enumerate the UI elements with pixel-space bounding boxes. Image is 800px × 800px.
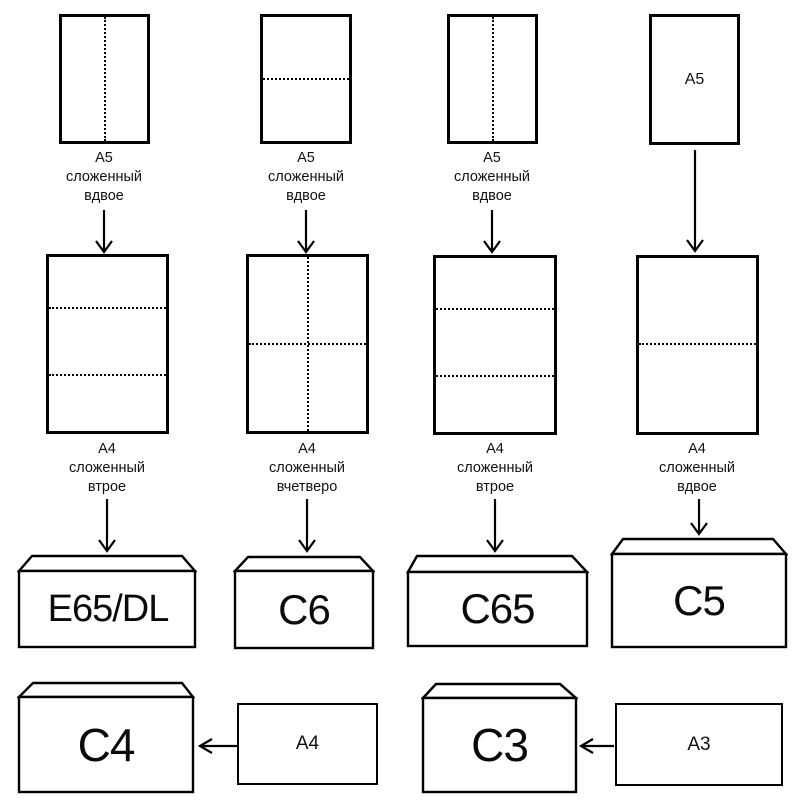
envelope-shape: [17, 554, 198, 649]
a4-sheet-thirds-1: [46, 254, 169, 434]
caption-a5-folded-half-1: A5 сложенный вдвое: [65, 150, 143, 204]
envelope-label: C4: [77, 718, 136, 771]
a5-sheet-vertical-fold-2: [447, 14, 538, 144]
fold-line-horizontal: [49, 374, 166, 376]
envelope-label: C6: [278, 585, 331, 633]
arrow-down-icon: [690, 499, 708, 536]
a5-sheet-horizontal-fold: [260, 14, 352, 144]
caption-a4-folded-thirds-2: A4 сложенный втрое: [456, 441, 534, 495]
envelope-shape: [17, 681, 195, 794]
caption-a4-folded-thirds-1: A4 сложенный втрое: [68, 441, 146, 495]
fold-line-horizontal: [263, 78, 349, 80]
fold-line-vertical: [103, 17, 106, 141]
a5-sheet-vertical-fold-1: [59, 14, 150, 144]
envelope-c3: C3: [421, 682, 578, 794]
envelope-shape: [406, 554, 589, 648]
arrow-left-icon: [198, 738, 237, 754]
arrow-down-icon: [686, 150, 704, 253]
fold-line-horizontal: [436, 375, 554, 377]
a4-sheet-quarters: [246, 254, 369, 434]
a4-rect-label: A4: [295, 733, 320, 754]
envelope-label: C3: [471, 719, 529, 771]
a4-sheet-half: [636, 255, 759, 435]
envelope-label: E65/DL: [47, 587, 170, 630]
envelope-shape: [610, 537, 788, 649]
fold-line-horizontal: [249, 343, 366, 345]
envelope-shape: [421, 682, 578, 794]
a4-sheet-thirds-2: [433, 255, 557, 435]
fold-line-horizontal: [49, 307, 166, 309]
a5-sheet-plain: A5: [649, 14, 740, 145]
arrow-left-icon: [579, 738, 614, 754]
fold-line-horizontal: [639, 343, 756, 345]
caption-a4-folded-half: A4 сложенный вдвое: [658, 441, 736, 495]
arrow-down-icon: [298, 499, 316, 553]
fold-line-horizontal: [436, 308, 554, 310]
a5-sheet-label: A5: [684, 70, 705, 88]
envelope-shape: [233, 555, 375, 650]
arrow-down-icon: [95, 210, 113, 254]
envelope-c65: C65: [406, 554, 589, 650]
envelope-c4-highlighted: C4: [17, 681, 195, 794]
a4-rect: A4: [237, 703, 378, 785]
caption-a5-folded-half-2: A5 сложенный вдвое: [267, 150, 345, 204]
arrow-down-icon: [297, 210, 315, 254]
fold-line-vertical: [491, 17, 494, 141]
envelope-c5: C5: [610, 537, 788, 649]
envelope-label: C5: [673, 576, 726, 624]
arrow-down-icon: [483, 210, 501, 254]
caption-a4-folded-quarters: A4 сложенный вчетверо: [268, 441, 346, 495]
arrow-down-icon: [98, 499, 116, 553]
a3-rect-label: A3: [687, 733, 711, 755]
envelope-e65dl: E65/DL: [17, 554, 199, 650]
a3-rect: A3: [615, 703, 783, 786]
envelope-c6: C6: [233, 554, 375, 650]
envelope-label: C65: [460, 585, 535, 632]
caption-a5-folded-half-3: A5 сложенный вдвое: [453, 150, 531, 204]
arrow-down-icon: [486, 499, 504, 553]
